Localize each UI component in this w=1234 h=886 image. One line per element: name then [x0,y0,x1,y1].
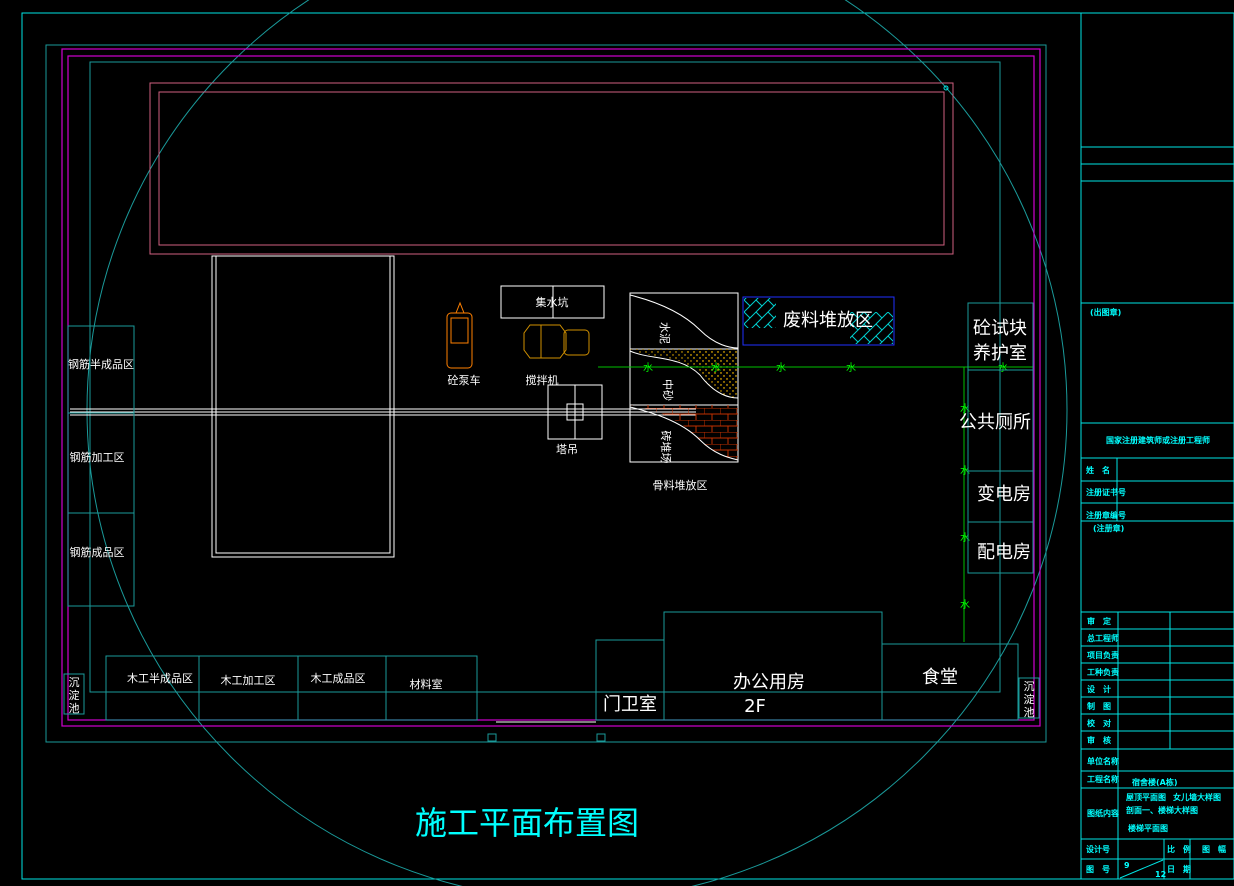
svg-text:注册证书号: 注册证书号 [1086,487,1126,497]
label-office: 办公用房 [733,672,805,693]
svg-text:12: 12 [1155,870,1166,879]
svg-text:池: 池 [69,702,80,715]
crane-radius-circle [86,0,1068,886]
pit-outline-inner [215,255,391,554]
water-pipe: 水 水 水 水 水 水 水 水 水 [598,362,1033,642]
pit-outline [211,255,395,558]
seal-label: (出图章) [1090,307,1121,317]
label-curing-1: 砼试块 [973,318,1027,339]
svg-text:校 对: 校 对 [1087,718,1111,728]
svg-text:水: 水 [998,362,1008,374]
label-sump: 集水坑 [536,295,569,309]
svg-text:图 号: 图 号 [1086,865,1110,874]
marker-dot [943,85,949,91]
zone-rebar-finished: 钢筋成品区 [70,545,125,559]
label-wood-processing: 木工加工区 [221,674,276,687]
zone-rebar-processing: 钢筋加工区 [70,450,125,464]
bottom-rooms: 木工半成品区 木工加工区 木工成品区 材料室 门卫室 办公用房 2F 食堂 沉 … [63,611,1040,742]
right-rooms: 砼试块 养护室 公共厕所 变电房 配电房 [959,302,1034,574]
svg-text:图 幅: 图 幅 [1202,844,1226,854]
rebar-zones: 钢筋半成品区 钢筋加工区 钢筋成品区 [67,325,135,607]
tower-crane-icon [547,384,603,440]
label-wood-semi: 木工半成品区 [127,671,193,685]
svg-text:水: 水 [776,362,786,374]
registered-label: 国家注册建筑师或注册工程师 [1106,435,1210,445]
svg-text:水: 水 [960,532,970,544]
mixer-icon [523,324,590,359]
svg-text:水: 水 [711,362,721,374]
label-canteen: 食堂 [922,667,958,688]
svg-text:设计号: 设计号 [1086,844,1110,854]
zone-rebar-semi: 钢筋半成品区 [68,357,134,371]
site-fence-inner [67,55,1035,721]
svg-text:日 期: 日 期 [1167,864,1191,874]
label-sand: 中砂 [661,379,674,401]
label-office-floors: 2F [744,696,766,717]
label-tower-crane: 塔吊 [556,443,578,456]
svg-text:沉: 沉 [69,676,80,689]
waste-hatch [850,312,893,344]
svg-text:图纸内容: 图纸内容 [1087,808,1119,818]
building-outline-inner [158,91,945,246]
svg-text:池: 池 [1024,706,1035,719]
label-cement: 水泥 [658,322,671,344]
label-substation: 变电房 [977,484,1031,505]
svg-text:工程名称: 工程名称 [1087,774,1119,784]
building-outline [149,82,954,255]
drainage-line [89,61,1001,693]
svg-text:制 图: 制 图 [1087,701,1111,711]
svg-text:姓 名: 姓 名 [1085,465,1110,475]
label-brick-yard: 砖堆场 [659,431,673,464]
site-fence [61,48,1041,727]
label-aggregate: 骨料堆放区 [653,478,708,492]
svg-text:设 计: 设 计 [1087,684,1111,694]
svg-text:水: 水 [960,403,970,415]
label-mixer: 搅拌机 [526,373,559,387]
svg-text:9: 9 [1124,861,1130,870]
svg-text:淀: 淀 [69,688,80,702]
svg-text:注册章编号: 注册章编号 [1086,510,1126,520]
svg-text:宿舍楼(A栋): 宿舍楼(A栋) [1132,777,1178,787]
waste-hatch [744,298,776,328]
aggregate-stockpile: 水泥 中砂 砖堆场 [629,292,739,464]
label-material-room: 材料室 [410,677,443,691]
label-distribution: 配电房 [977,542,1031,563]
label-guard-room: 门卫室 [603,694,657,715]
svg-text:(注册章): (注册章) [1093,523,1124,533]
title-block: (出图章) 国家注册建筑师或注册工程师 姓 名 注册证书号 注册章编号 (注册章… [1081,146,1234,879]
svg-text:单位名称: 单位名称 [1087,756,1119,766]
svg-text:总工程师: 总工程师 [1087,633,1119,643]
svg-text:水: 水 [643,362,653,374]
svg-text:审 定: 审 定 [1087,616,1111,626]
svg-text:审 核: 审 核 [1087,735,1111,745]
pump-truck-icon [446,301,473,369]
svg-text:沉: 沉 [1024,680,1035,693]
label-waste: 废料堆放区 [783,310,873,331]
svg-text:屋顶平面图: 屋顶平面图 [1126,792,1166,802]
svg-text:水: 水 [960,599,970,611]
drawing-title: 施工平面布置图 [415,804,639,842]
svg-text:水: 水 [846,362,856,374]
svg-text:剖面一、楼梯大样图: 剖面一、楼梯大样图 [1126,805,1198,815]
svg-text:工种负责: 工种负责 [1087,667,1119,677]
label-pump-truck: 砼泵车 [448,373,481,387]
svg-text:水: 水 [960,465,970,477]
site-outer-boundary [45,44,1047,743]
drawing-border [21,12,1234,880]
svg-text:女儿墙大样图: 女儿墙大样图 [1173,792,1221,802]
svg-text:项目负责: 项目负责 [1087,650,1119,660]
svg-text:楼梯平面图: 楼梯平面图 [1128,823,1168,833]
label-curing-2: 养护室 [973,343,1027,364]
svg-text:比 例: 比 例 [1167,844,1191,854]
label-wood-finished: 木工成品区 [311,672,366,685]
svg-text:淀: 淀 [1024,692,1035,706]
label-toilet: 公共厕所 [959,412,1031,433]
